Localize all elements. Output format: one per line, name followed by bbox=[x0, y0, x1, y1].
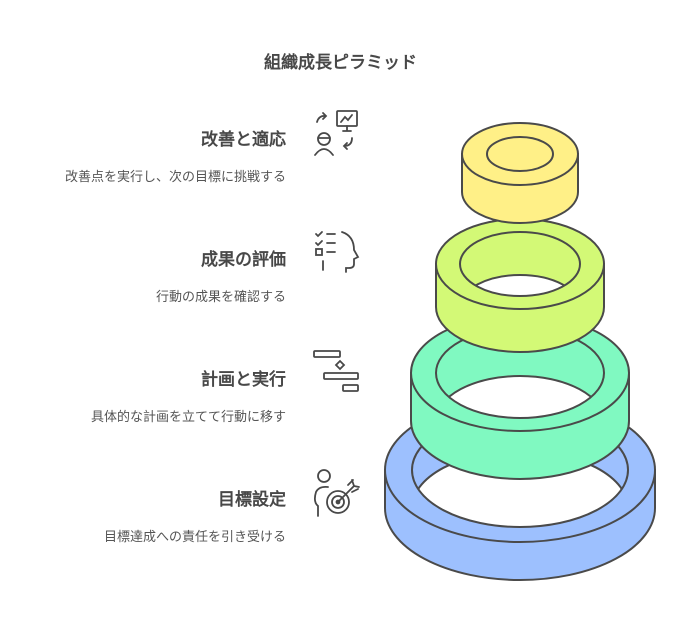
ring-hole-edge bbox=[459, 231, 581, 297]
step-description: 改善点を実行し、次の目標に挑戦する bbox=[64, 170, 286, 185]
step-description: 行動の成果を確認する bbox=[155, 290, 286, 305]
ring-3 bbox=[410, 314, 630, 480]
step-heading: 改善と適応 bbox=[201, 130, 286, 150]
step-description: 目標達成への責任を引き受ける bbox=[103, 530, 286, 545]
step-heading: 目標設定 bbox=[218, 490, 286, 510]
diagram-title: 組織成長ピラミッド bbox=[264, 53, 417, 73]
step-evaluate: 成果の評価 行動の成果を確認する bbox=[156, 245, 286, 305]
ring-hole-edge bbox=[486, 136, 554, 172]
step-goal: 目標設定 目標達成への責任を引き受ける bbox=[104, 485, 286, 545]
ring-hole bbox=[487, 137, 553, 171]
ring-2 bbox=[435, 218, 605, 353]
person-target-icon bbox=[312, 468, 362, 518]
ring-hole bbox=[436, 328, 604, 418]
step-plan: 計画と実行 具体的な計画を立てて行動に移す bbox=[91, 365, 286, 425]
step-heading: 計画と実行 bbox=[201, 370, 286, 390]
improvement-cycle-icon bbox=[312, 108, 362, 158]
checklist-head-icon bbox=[312, 228, 362, 278]
gantt-plan-icon bbox=[312, 348, 362, 398]
step-heading: 成果の評価 bbox=[201, 250, 286, 270]
ring-1 bbox=[461, 122, 579, 224]
step-improve: 改善と適応 改善点を実行し、次の目標に挑戦する bbox=[65, 125, 286, 185]
step-description: 具体的な計画を立てて行動に移す bbox=[90, 410, 286, 425]
